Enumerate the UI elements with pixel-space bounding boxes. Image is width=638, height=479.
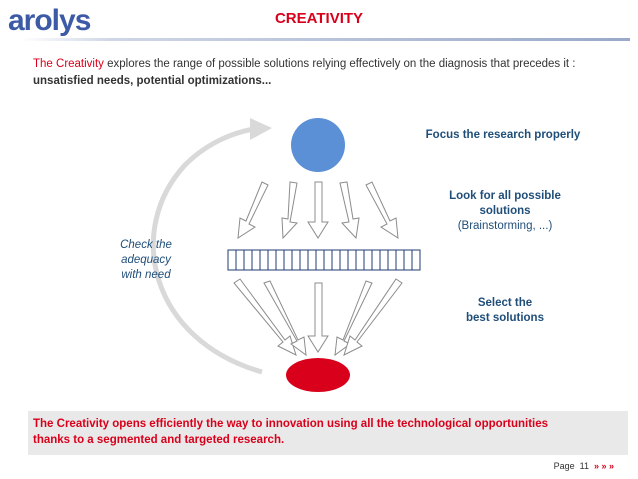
select-label-line-1: Select the [477, 297, 533, 309]
header-divider [20, 38, 630, 41]
lower-arrows [233, 278, 403, 357]
focus-label: Focus the research properly [425, 129, 581, 141]
lower-arrow [343, 278, 403, 356]
lower-arrow [263, 280, 307, 357]
conclusion-box [28, 411, 628, 455]
page-label: Page [553, 461, 575, 471]
next-arrows-icon[interactable]: » » » [593, 461, 614, 471]
upper-arrows [237, 181, 399, 240]
upper-arrow [237, 181, 269, 239]
conclusion-line-2: thanks to a segmented and targeted resea… [33, 434, 285, 446]
lower-arrow [334, 280, 373, 357]
page-number: 11 [579, 461, 589, 471]
check-label: Check the adequacy with need [106, 238, 186, 283]
check-label-line-3: with need [121, 269, 171, 281]
select-label-line-2: best solutions [466, 312, 544, 324]
upper-arrow [339, 181, 360, 240]
conclusion-text: The Creativity opens efficiently the way… [33, 416, 623, 448]
upper-arrow [281, 181, 299, 240]
intro-highlight: The Creativity [33, 58, 104, 70]
look-label-line-1: Look for all possible [449, 190, 561, 202]
feedback-arrowhead [250, 118, 272, 140]
intro-bold: unsatisfied needs, potential optimizatio… [33, 75, 272, 87]
check-label-line-1: Check the [120, 239, 172, 251]
intro-text: explores the range of possible solutions… [103, 58, 576, 70]
logo-text: arolys [8, 4, 91, 37]
look-label-line-2: solutions [479, 205, 531, 217]
upper-arrow [307, 181, 329, 239]
look-label-line-3: (Brainstorming, ...) [457, 220, 553, 232]
upper-arrow [365, 181, 399, 239]
check-label-line-2: adequacy [121, 254, 171, 266]
conclusion-line-1: The Creativity opens efficiently the way… [33, 418, 549, 430]
select-label: Select the best solutions [440, 296, 570, 326]
intro-paragraph: The Creativity explores the range of pos… [33, 56, 613, 90]
best-solutions-ellipse [286, 358, 350, 392]
page-footer: Page 11 » » » [554, 461, 614, 471]
lower-arrow [307, 282, 329, 353]
feedback-arc-arrow [150, 125, 263, 375]
page-title: CREATIVITY [274, 10, 364, 27]
arolys-logo: arolys [8, 4, 96, 40]
segmented-bar [227, 249, 421, 271]
look-label: Look for all possible solutions (Brainst… [420, 189, 590, 234]
focus-circle [291, 118, 345, 172]
